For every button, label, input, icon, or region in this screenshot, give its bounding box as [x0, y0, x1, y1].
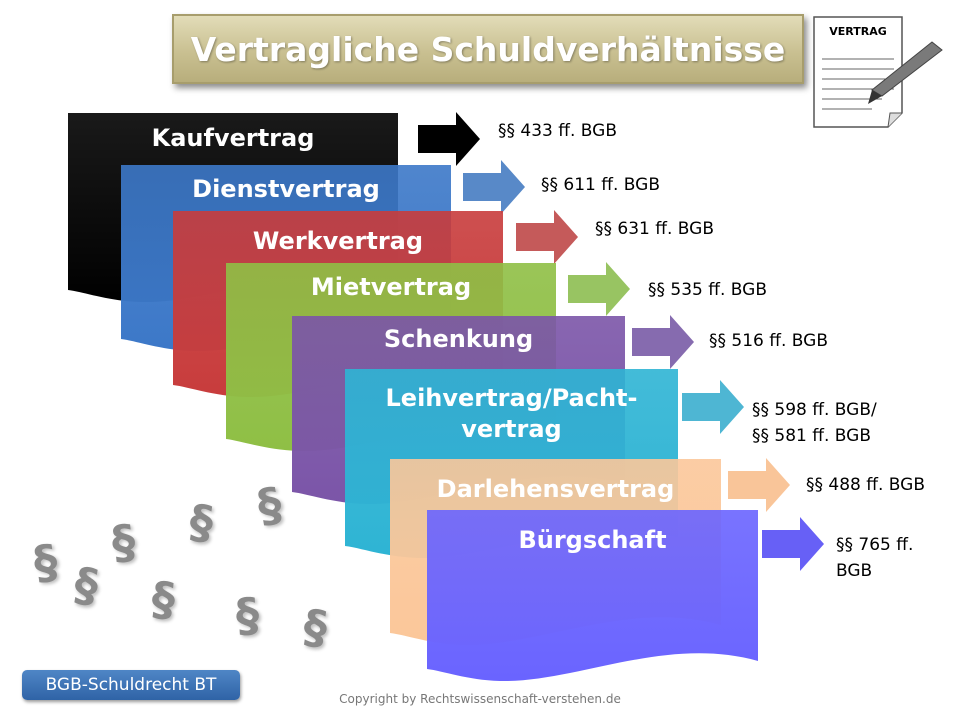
right-arrow-icon — [762, 517, 824, 571]
contract-name: Werkvertrag — [252, 227, 424, 255]
contract-name-line: Leihvertrag/Pacht- — [385, 384, 638, 412]
law-reference: §§ 535 ff. BGB — [648, 280, 767, 300]
pen-icon — [868, 41, 943, 104]
paragraph-symbol: § — [234, 587, 261, 643]
law-reference: §§ 598 ff. BGB/ §§ 581 ff. BGB — [752, 397, 877, 449]
paragraph-symbol: § — [30, 533, 61, 591]
course-badge: BGB-Schuldrecht BT — [22, 670, 240, 700]
paragraph-symbol: § — [253, 476, 286, 534]
contract-name: Schenkung — [383, 325, 534, 353]
contract-card: Bürgschaft — [427, 510, 758, 687]
right-arrow-icon — [516, 210, 578, 264]
contract-document-icon — [813, 16, 903, 128]
contract-name: Dienstvertrag — [192, 175, 380, 203]
page-title: Vertragliche Schuldverhältnisse — [190, 29, 786, 69]
paragraph-symbol: § — [70, 556, 103, 614]
copyright-text: Copyright by Rechtswissenschaft-verstehe… — [339, 692, 621, 706]
paragraph-symbol: § — [300, 598, 331, 656]
contract-name-line: vertrag — [461, 415, 562, 443]
law-reference: §§ 433 ff. BGB — [498, 121, 617, 141]
contract-name: Leihvertrag/Pacht-vertrag — [345, 383, 678, 445]
contract-card-shape — [427, 510, 758, 682]
law-reference: §§ 765 ff. BGB — [836, 532, 913, 584]
paragraph-symbol: § — [186, 493, 217, 551]
law-reference-line: §§ 765 ff. — [836, 535, 914, 555]
law-reference: §§ 488 ff. BGB — [806, 475, 925, 495]
law-reference: §§ 631 ff. BGB — [595, 219, 714, 239]
contract-name: Darlehensvertrag — [436, 475, 675, 503]
contract-name: Mietvertrag — [310, 273, 472, 301]
right-arrow-icon — [728, 458, 790, 512]
title-banner: Vertragliche Schuldverhältnisse — [172, 14, 804, 84]
law-reference-line: §§ 581 ff. BGB — [752, 426, 871, 446]
right-arrow-icon — [568, 262, 630, 316]
paragraph-symbol: § — [149, 570, 178, 628]
law-reference-line: BGB — [836, 561, 873, 581]
contract-name: Kaufvertrag — [151, 124, 315, 152]
paragraph-symbol: § — [109, 513, 138, 571]
right-arrow-icon — [682, 380, 744, 434]
law-reference: §§ 516 ff. BGB — [709, 331, 828, 351]
contract-card-fill — [427, 510, 758, 682]
law-reference: §§ 611 ff. BGB — [541, 175, 660, 195]
right-arrow-icon — [632, 315, 694, 369]
right-arrow-icon — [463, 160, 525, 214]
right-arrow-icon — [418, 112, 480, 166]
contract-document-label: VERTRAG — [829, 25, 887, 38]
contract-name: Bürgschaft — [518, 526, 667, 554]
law-reference-line: §§ 598 ff. BGB/ — [752, 400, 877, 420]
